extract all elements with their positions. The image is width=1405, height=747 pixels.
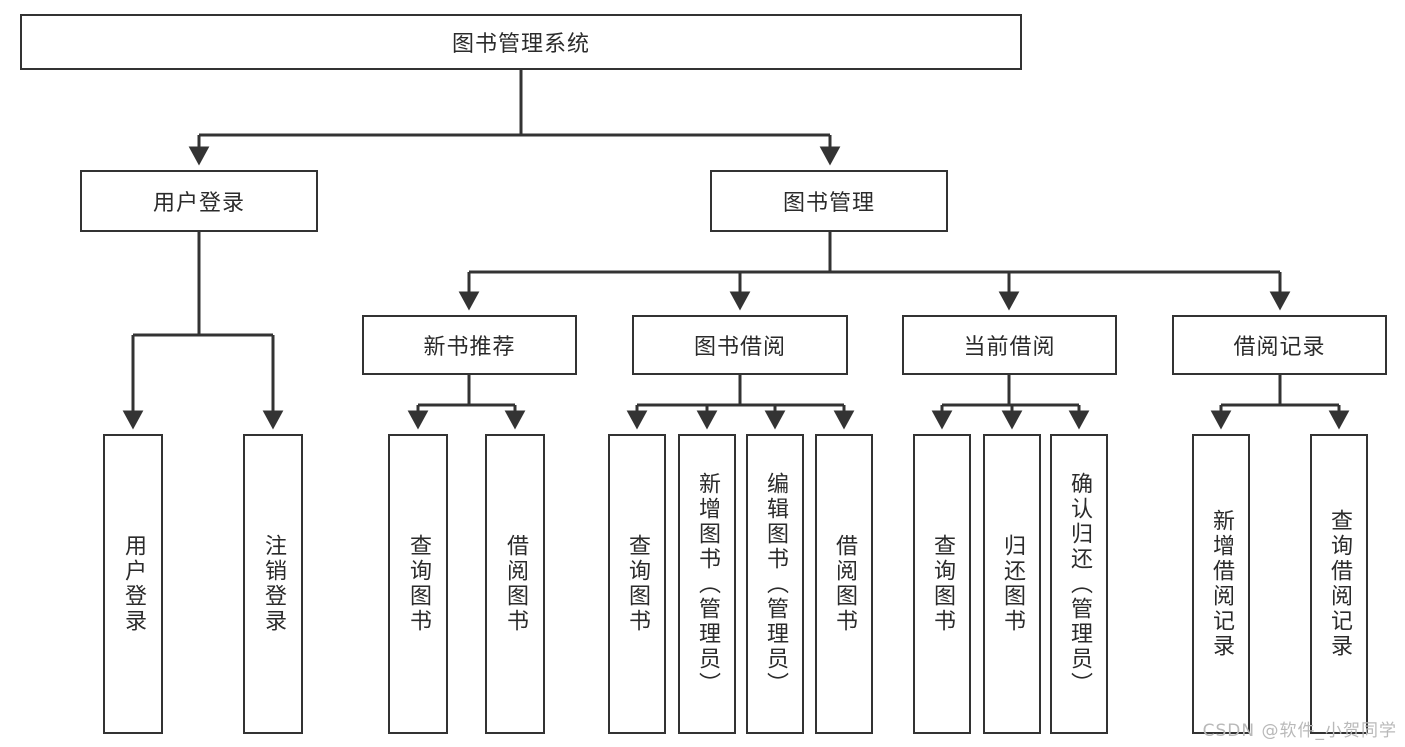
leaves-node-9[interactable]: 归还图书	[983, 434, 1041, 734]
node-label: 查询图书	[406, 534, 431, 634]
node-label: 查询图书	[625, 534, 650, 634]
leaves-node-5[interactable]: 新增图书（管理员）	[678, 434, 736, 734]
leaves-node-10[interactable]: 确认归还（管理员）	[1050, 434, 1108, 734]
leaves-node-0[interactable]: 用户登录	[103, 434, 163, 734]
csdn-watermark: CSDN @软件_小贺同学	[1202, 721, 1397, 741]
node-label: 注销登录	[261, 534, 286, 634]
leaves-node-4[interactable]: 查询图书	[608, 434, 666, 734]
level3-node-1[interactable]: 图书借阅	[632, 315, 848, 375]
node-label: 新增图书（管理员）	[695, 471, 720, 697]
node-label: 新增借阅记录	[1209, 509, 1234, 659]
node-label: 借阅图书	[832, 534, 857, 634]
leaves-node-8[interactable]: 查询图书	[913, 434, 971, 734]
leaves-node-12[interactable]: 查询借阅记录	[1310, 434, 1368, 734]
level2-node-1[interactable]: 图书管理	[710, 170, 948, 232]
node-label: 编辑图书（管理员）	[763, 471, 788, 697]
leaves-node-11[interactable]: 新增借阅记录	[1192, 434, 1250, 734]
leaves-node-2[interactable]: 查询图书	[388, 434, 448, 734]
node-label: 查询借阅记录	[1327, 509, 1352, 659]
node-label: 用户登录	[121, 534, 146, 634]
leaves-node-6[interactable]: 编辑图书（管理员）	[746, 434, 804, 734]
node-label: 归还图书	[1000, 534, 1025, 634]
leaves-node-1[interactable]: 注销登录	[243, 434, 303, 734]
level3-node-2[interactable]: 当前借阅	[902, 315, 1117, 375]
level3-node-3[interactable]: 借阅记录	[1172, 315, 1387, 375]
leaves-node-7[interactable]: 借阅图书	[815, 434, 873, 734]
level3-node-0[interactable]: 新书推荐	[362, 315, 577, 375]
root-node[interactable]: 图书管理系统	[20, 14, 1022, 70]
node-label: 查询图书	[930, 534, 955, 634]
level2-node-0[interactable]: 用户登录	[80, 170, 318, 232]
node-label: 确认归还（管理员）	[1067, 471, 1092, 697]
leaves-node-3[interactable]: 借阅图书	[485, 434, 545, 734]
node-label: 借阅图书	[503, 534, 528, 634]
